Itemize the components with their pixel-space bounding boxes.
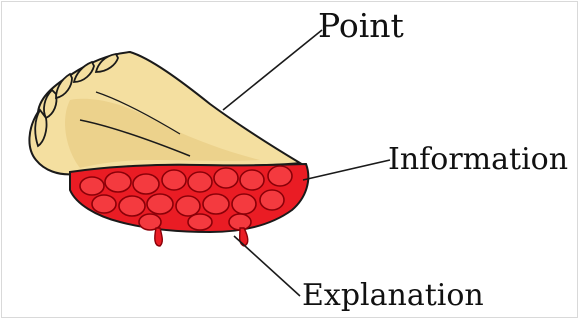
leader-line-point [223, 30, 322, 110]
label-point: Point [318, 9, 404, 42]
label-information: Information [388, 145, 568, 175]
leader-line-explanation [234, 236, 300, 296]
filling-drip [155, 228, 163, 246]
label-explanation: Explanation [302, 281, 484, 311]
leader-line-information [303, 160, 390, 180]
